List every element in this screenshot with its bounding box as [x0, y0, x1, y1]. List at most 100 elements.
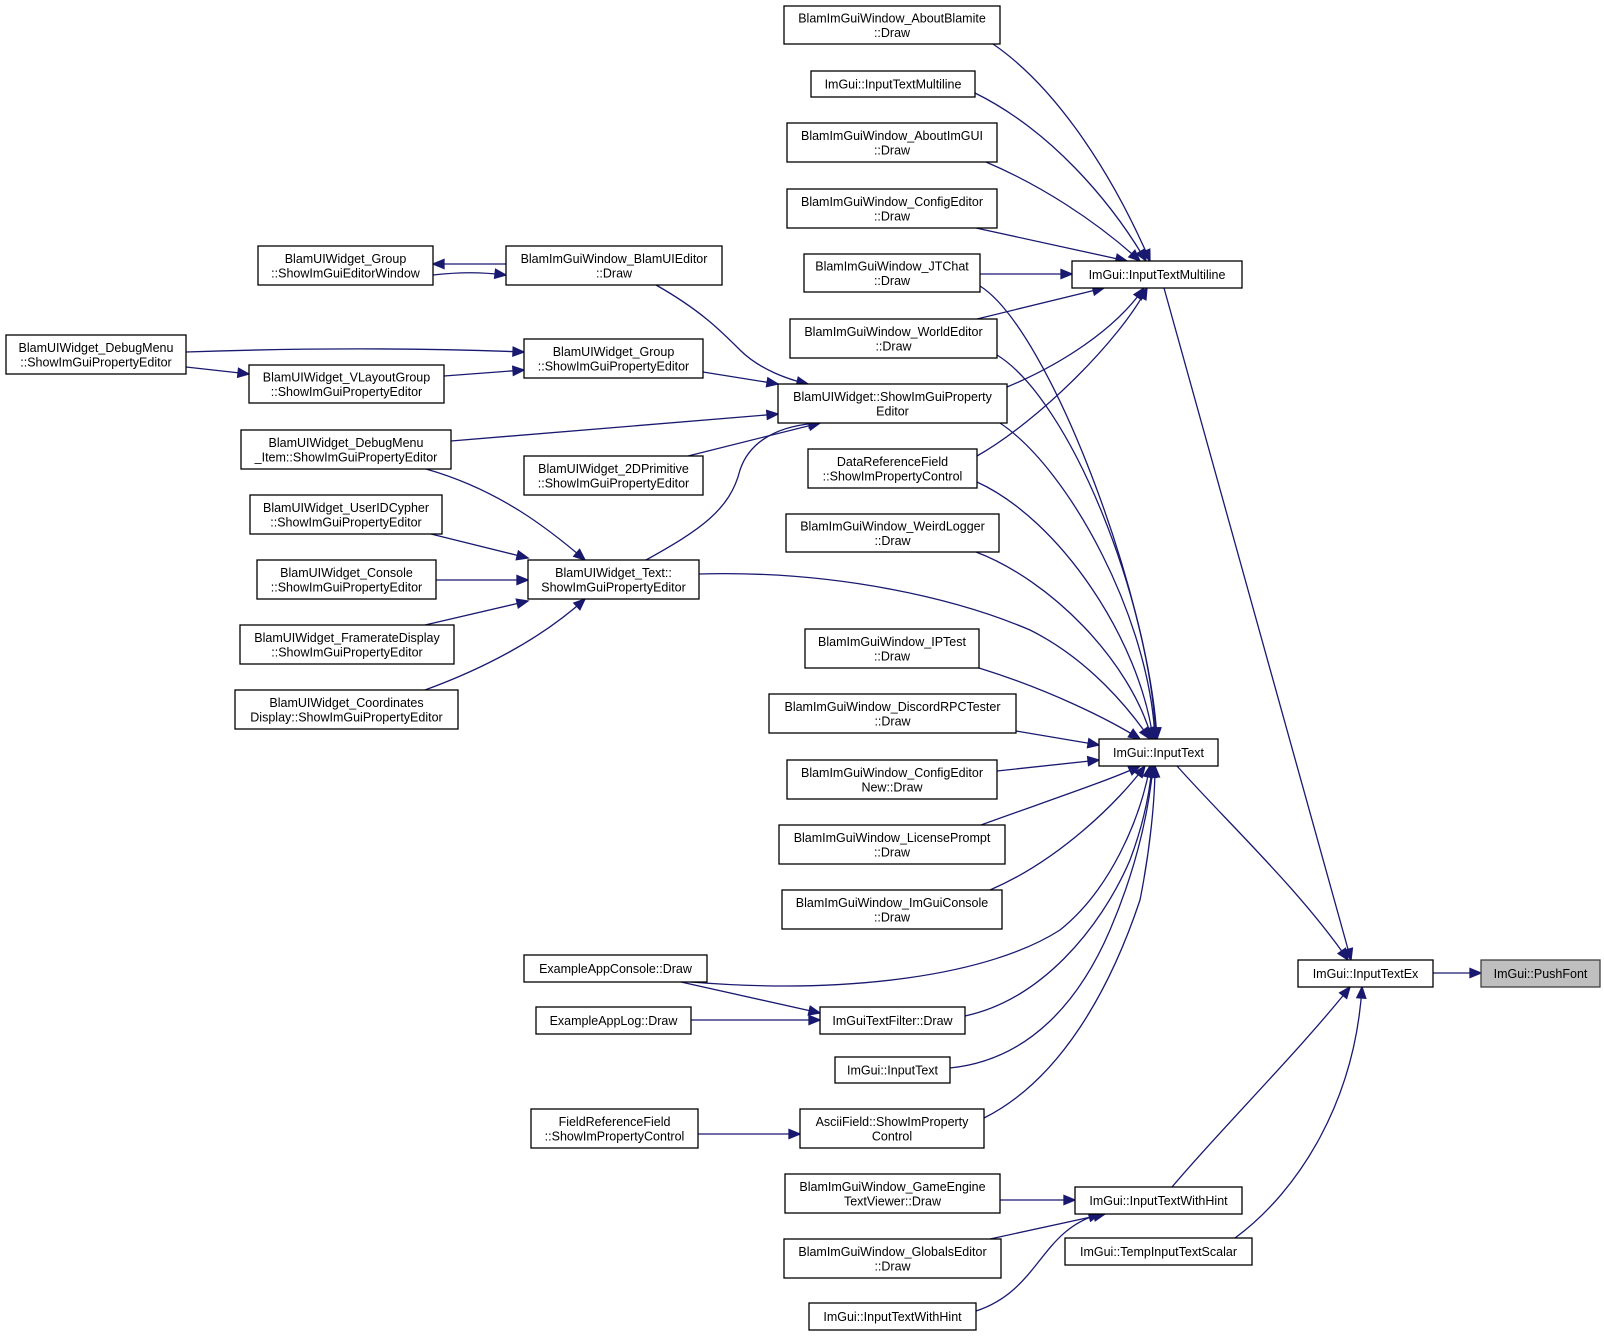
node-example-app-log[interactable]: ExampleAppLog::Draw	[535, 1006, 692, 1035]
node-label-line: Display::ShowImGuiPropertyEditor	[250, 710, 442, 724]
node-label-line: ::Draw	[596, 266, 633, 280]
edge-line	[975, 1213, 1101, 1312]
node-useridcypher[interactable]: BlamUIWidget_UserIDCypher::ShowImGuiProp…	[249, 494, 443, 535]
node-box	[249, 494, 443, 535]
node-group-showprop[interactable]: BlamUIWidget_Group::ShowImGuiPropertyEdi…	[523, 338, 704, 379]
node-iptest[interactable]: BlamImGuiWindow_IPTest::Draw	[804, 628, 980, 669]
edge-inputtextwithhint_small-to-inputtextwithhint	[975, 1211, 1102, 1312]
arrowhead-icon	[1149, 764, 1161, 778]
node-console-widget[interactable]: BlamUIWidget_Console::ShowImGuiPropertyE…	[256, 559, 437, 600]
node-label-line: BlamImGuiWindow_GameEngine	[799, 1180, 985, 1194]
arrowhead-icon	[1127, 728, 1142, 740]
arrowhead-icon	[1336, 947, 1349, 962]
node-weird-logger[interactable]: BlamImGuiWindow_WeirdLogger::Draw	[785, 513, 1000, 553]
node-blamui-editor[interactable]: BlamImGuiWindow_BlamUIEditor::Draw	[505, 245, 723, 286]
node-label-line: BlamUIWidget_DebugMenu	[269, 436, 424, 450]
node-group-showeditorwindow[interactable]: BlamUIWidget_Group::ShowImGuiEditorWindo…	[257, 245, 434, 286]
node-label-line: ::Draw	[874, 1259, 911, 1273]
node-inputtextwithhint[interactable]: ImGui::InputTextWithHint	[1074, 1186, 1243, 1215]
node-label-line: BlamUIWidget_Text::	[555, 566, 672, 580]
node-about-imgui[interactable]: BlamImGuiWindow_AboutImGUI::Draw	[786, 122, 998, 163]
node-label-line: BlamImGuiWindow_BlamUIEditor	[521, 252, 708, 266]
edge-inputtext-to-inputtextex	[1176, 765, 1349, 962]
arrowhead-icon	[1135, 248, 1147, 263]
node-label-line: ::ShowImGuiPropertyEditor	[20, 355, 171, 369]
node-discord-rpc[interactable]: BlamImGuiWindow_DiscordRPCTester::Draw	[768, 693, 1017, 734]
node-label-line: ::Draw	[874, 274, 911, 288]
node-inputtextwithhint-small[interactable]: ImGui::InputTextWithHint	[808, 1302, 977, 1331]
node-box	[799, 1108, 985, 1149]
edge-line	[975, 227, 1128, 262]
node-jtchat[interactable]: BlamImGuiWindow_JTChat::Draw	[803, 253, 981, 293]
edge-world_editor-to-inputtext	[996, 354, 1161, 741]
node-box	[234, 689, 459, 730]
node-box	[786, 122, 998, 163]
node-box	[789, 318, 998, 359]
arrowhead-icon	[516, 574, 530, 586]
node-box	[527, 559, 700, 600]
node-tempinputtextscalar[interactable]: ImGui::TempInputTextScalar	[1064, 1237, 1253, 1266]
edge-line	[976, 481, 1154, 740]
node-inputtextmultiline-small[interactable]: ImGui::InputTextMultiline	[810, 70, 976, 98]
edge-blamui_editor-to-group_showeditorwindow	[431, 258, 506, 270]
edge-line	[996, 354, 1157, 740]
edge-line	[450, 413, 779, 442]
node-label-line: ExampleAppConsole::Draw	[539, 962, 693, 976]
node-inputtext[interactable]: ImGui::InputText	[1098, 738, 1219, 767]
node-box	[784, 1173, 1001, 1214]
node-license-prompt[interactable]: BlamImGuiWindow_LicensePrompt::Draw	[778, 824, 1006, 865]
edge-example_app_console-to-imgui_text_filter	[680, 981, 822, 1016]
node-label-line: ::Draw	[874, 714, 911, 728]
node-box	[786, 188, 998, 229]
node-label-line: FieldReferenceField	[559, 1115, 671, 1129]
node-world-editor[interactable]: BlamImGuiWindow_WorldEditor::Draw	[789, 318, 998, 359]
node-example-app-console[interactable]: ExampleAppConsole::Draw	[523, 954, 708, 983]
node-game-engine-text-viewer[interactable]: BlamImGuiWindow_GameEngineTextViewer::Dr…	[784, 1173, 1001, 1214]
node-inputtextmultiline[interactable]: ImGui::InputTextMultiline	[1071, 260, 1243, 289]
node-data-reference-field[interactable]: DataReferenceField::ShowImPropertyContro…	[807, 448, 978, 489]
node-imgui-text-filter[interactable]: ImGuiTextFilter::Draw	[819, 1006, 966, 1035]
node-vlayoutgroup[interactable]: BlamUIWidget_VLayoutGroup::ShowImGuiProp…	[248, 364, 445, 404]
arrowhead-icon	[1138, 726, 1151, 741]
call-graph-nodes: ImGui::PushFontImGui::InputTextExImGui::…	[5, 5, 1601, 1331]
edge-line	[698, 572, 1151, 740]
edge-useridcypher-to-text_showprop	[430, 533, 530, 561]
node-box	[808, 1302, 977, 1331]
node-config-editor[interactable]: BlamImGuiWindow_ConfigEditor::Draw	[786, 188, 998, 229]
edge-line	[999, 422, 1156, 740]
edge-line	[996, 759, 1100, 772]
node-debugmenu-item[interactable]: BlamUIWidget_DebugMenu_Item::ShowImGuiPr…	[240, 429, 452, 470]
edge-line	[690, 765, 1151, 987]
node-primitive2d[interactable]: BlamUIWidget_2DPrimitive::ShowImGuiPrope…	[523, 455, 704, 496]
node-box	[1064, 1237, 1253, 1266]
node-pushfont[interactable]: ImGui::PushFont	[1480, 959, 1601, 988]
edge-iptest-to-inputtext	[978, 667, 1142, 740]
node-inputtextex[interactable]: ImGui::InputTextEx	[1297, 959, 1434, 988]
node-label-line: BlamUIWidget::ShowImGuiProperty	[793, 390, 992, 404]
edge-line	[964, 765, 1153, 1017]
edge-line	[424, 600, 529, 626]
node-debugmenu[interactable]: BlamUIWidget_DebugMenu::ShowImGuiPropert…	[5, 334, 187, 375]
edge-jtchat-to-inputtextmultiline	[980, 268, 1074, 280]
edge-line	[985, 161, 1141, 262]
node-label-line: BlamUIWidget_FramerateDisplay	[254, 631, 440, 645]
node-text-showprop[interactable]: BlamUIWidget_Text::ShowImGuiPropertyEdit…	[527, 559, 700, 600]
node-field-reference-field[interactable]: FieldReferenceField::ShowImPropertyContr…	[530, 1108, 699, 1149]
node-label-line: BlamImGuiWindow_AboutImGUI	[801, 129, 983, 143]
node-imgui-console[interactable]: BlamImGuiWindow_ImGuiConsole::Draw	[781, 889, 1003, 930]
node-globals-editor[interactable]: BlamImGuiWindow_GlobalsEditor::Draw	[783, 1238, 1002, 1279]
node-uiwidget-showprop[interactable]: BlamUIWidget::ShowImGuiPropertyEditor	[777, 383, 1008, 424]
arrowhead-icon	[765, 376, 780, 388]
node-framerate-display[interactable]: BlamUIWidget_FramerateDisplay::ShowImGui…	[239, 624, 455, 665]
node-about-blamite[interactable]: BlamImGuiWindow_AboutBlamite::Draw	[783, 5, 1001, 45]
arrowhead-icon	[572, 548, 587, 562]
node-box	[257, 245, 434, 286]
node-ascii-field[interactable]: AsciiField::ShowImPropertyControl	[799, 1108, 985, 1149]
edge-line	[989, 765, 1146, 891]
node-inputtext-small[interactable]: ImGui::InputText	[834, 1056, 951, 1084]
node-coordinates-display[interactable]: BlamUIWidget_CoordinatesDisplay::ShowImG…	[234, 689, 459, 730]
node-box	[834, 1056, 951, 1084]
arrowhead-icon	[515, 598, 530, 609]
